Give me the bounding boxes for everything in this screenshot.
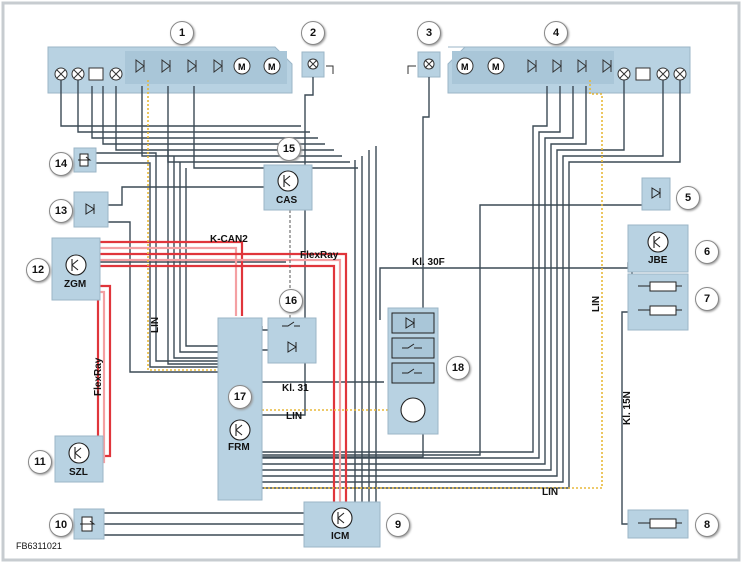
module-cas: CAS: [276, 195, 298, 206]
callout-4: 4: [544, 21, 568, 45]
callout-9: 9: [386, 513, 410, 537]
callout-17: 17: [228, 385, 252, 409]
label-lin-left: LIN: [150, 316, 161, 333]
lin-bus: [147, 80, 603, 489]
callout-16: 16: [279, 289, 303, 313]
svg-text:M: M: [461, 62, 469, 72]
lamp-component-2: [301, 51, 334, 78]
label-kl15n: Kl. 15N: [622, 391, 633, 425]
callout-18: 18: [446, 356, 470, 380]
label-kl31: Kl. 31: [282, 383, 309, 394]
transistor-symbols: [65, 170, 669, 529]
wire-harness: [60, 77, 681, 536]
label-lin-right: LIN: [591, 295, 602, 312]
callout-8: 8: [695, 513, 719, 537]
label-flexray-left: FlexRay: [93, 357, 104, 396]
svg-text:M: M: [268, 62, 276, 72]
label-k-can2: K-CAN2: [210, 234, 248, 245]
callout-14: 14: [49, 152, 73, 176]
module-frm: FRM: [228, 442, 250, 453]
callout-10: 10: [49, 513, 73, 537]
module-jbe: JBE: [648, 255, 668, 266]
callout-7: 7: [695, 287, 719, 311]
callout-1: 1: [170, 21, 194, 45]
callout-5: 5: [676, 186, 700, 210]
headlight-left-unit: M M: [47, 46, 293, 94]
label-lin-bottom: LIN: [542, 487, 559, 498]
lamp-component-3: [407, 51, 441, 78]
callout-2: 2: [301, 21, 325, 45]
callout-6: 6: [695, 240, 719, 264]
label-flexray-top: FlexRay: [300, 250, 339, 261]
module-blocks: [51, 147, 689, 548]
headlight-right-unit: M M: [447, 46, 691, 94]
flexray-bus: [96, 240, 348, 506]
callout-12: 12: [26, 258, 50, 282]
module-zgm: ZGM: [64, 279, 87, 290]
callout-13: 13: [49, 199, 73, 223]
module-icm: ICM: [331, 531, 350, 542]
label-lin-center: LIN: [286, 411, 303, 422]
module-szl: SZL: [69, 467, 88, 478]
diagram-id: FB6311021: [16, 541, 62, 551]
svg-text:M: M: [238, 62, 246, 72]
svg-text:M: M: [492, 62, 500, 72]
callout-3: 3: [417, 21, 441, 45]
callout-11: 11: [28, 450, 52, 474]
label-kl30f: Kl. 30F: [412, 257, 445, 268]
callout-15: 15: [277, 137, 301, 161]
